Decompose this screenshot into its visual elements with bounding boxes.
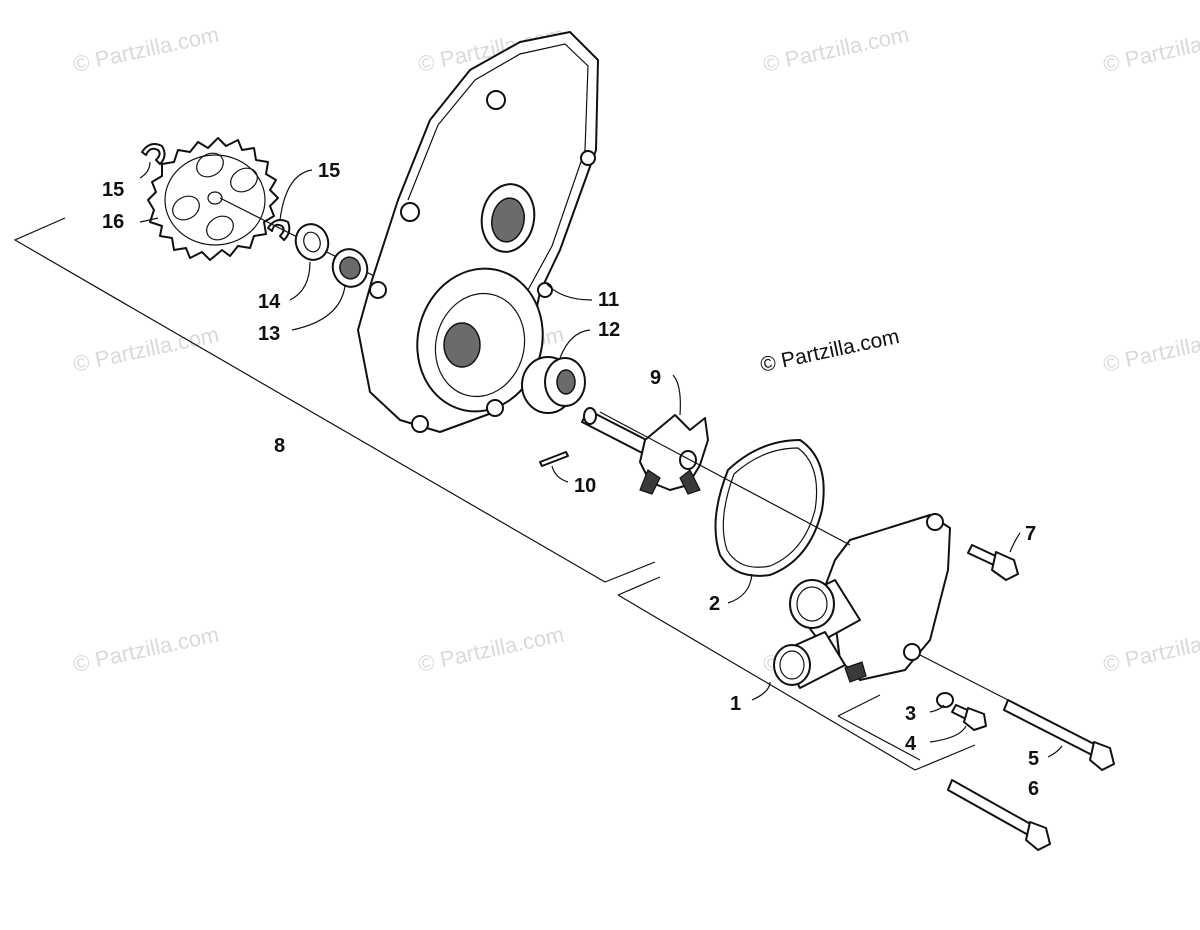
circlip-left bbox=[141, 143, 166, 165]
pump-housing bbox=[773, 513, 951, 689]
o-ring bbox=[714, 439, 825, 577]
washer-3 bbox=[936, 692, 954, 708]
callout-4: 4 bbox=[905, 733, 917, 755]
circlip-right bbox=[267, 219, 291, 241]
callout-7: 7 bbox=[1025, 523, 1036, 545]
watermark-text: © Partzilla.com bbox=[71, 622, 221, 677]
water-pump-cover bbox=[357, 31, 599, 433]
watermark-layer: © Partzilla.com © Partzilla.com © Partzi… bbox=[71, 22, 1200, 677]
mechanical-seal bbox=[521, 356, 586, 414]
watermark-text: © Partzilla.com bbox=[1101, 622, 1200, 677]
leader-lines bbox=[139, 161, 1063, 758]
oil-seal bbox=[331, 248, 369, 288]
callout-8: 8 bbox=[274, 435, 285, 457]
callout-15-right: 15 bbox=[318, 160, 340, 182]
pin bbox=[539, 451, 569, 467]
bracket-line-1 bbox=[617, 594, 976, 771]
callout-1: 1 bbox=[730, 693, 741, 715]
washer bbox=[294, 223, 330, 261]
watermark-text: © Partzilla.com bbox=[71, 322, 221, 377]
callout-10: 10 bbox=[574, 475, 596, 497]
drive-gear bbox=[147, 137, 279, 261]
callout-14: 14 bbox=[258, 291, 281, 313]
callout-12: 12 bbox=[598, 319, 620, 341]
watermark-text: © Partzilla.com bbox=[761, 22, 911, 77]
watermark-text: © Partzilla.com bbox=[1101, 322, 1200, 377]
callout-labels: 1 2 3 4 5 6 7 8 9 10 11 12 13 14 15 15 1… bbox=[102, 160, 1039, 800]
callout-5: 5 bbox=[1028, 748, 1039, 770]
callout-3: 3 bbox=[905, 703, 916, 725]
callout-9: 9 bbox=[650, 367, 661, 389]
bolt-4 bbox=[951, 704, 987, 731]
callout-6: 6 bbox=[1028, 778, 1039, 800]
assembly-bracket-lines bbox=[13, 217, 976, 771]
callout-2: 2 bbox=[709, 593, 720, 615]
bolt-5 bbox=[1003, 699, 1115, 771]
callout-13: 13 bbox=[258, 323, 280, 345]
watermark-text: © Partzilla.com bbox=[416, 622, 566, 677]
watermark-text: © Partzilla.com bbox=[71, 22, 221, 77]
callout-15-left: 15 bbox=[102, 179, 124, 201]
impeller-shaft bbox=[581, 407, 709, 495]
callout-11: 11 bbox=[598, 289, 619, 311]
copyright-notice: © Partzilla.com bbox=[758, 325, 901, 377]
bracket-line-8 bbox=[13, 217, 656, 583]
callout-16: 16 bbox=[102, 211, 124, 233]
bolt-7 bbox=[967, 544, 1019, 581]
bolt-6 bbox=[947, 779, 1051, 851]
watermark-text: © Partzilla.com bbox=[1101, 22, 1200, 77]
